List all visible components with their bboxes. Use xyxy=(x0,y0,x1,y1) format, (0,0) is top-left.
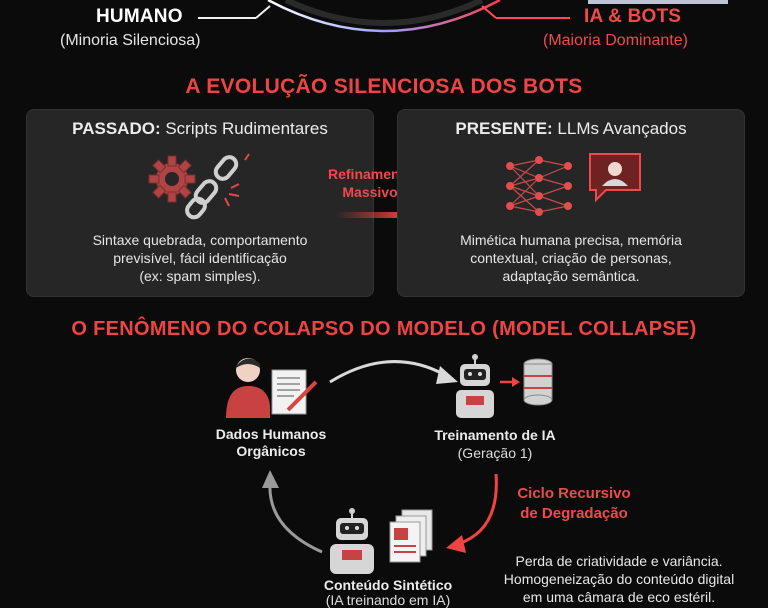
neural-network-icon xyxy=(506,156,572,216)
human-writing-icon xyxy=(226,358,318,418)
persona-chat-icon xyxy=(589,153,641,203)
present-panel: PRESENTE: LLMs Avançados Mimética humana… xyxy=(397,109,745,297)
present-heading-bold: PRESENTE: xyxy=(455,119,553,138)
past-heading-text: Scripts Rudimentares xyxy=(160,119,328,138)
cycle-label: Ciclo Recursivo de Degradação xyxy=(517,485,631,522)
training-sublabel: (Geração 1) xyxy=(457,445,533,461)
present-description: Mimética humana precisa, memória context… xyxy=(460,232,682,284)
human-label: HUMANO xyxy=(96,6,183,27)
past-panel: PASSADO: Scripts Rudimentares Sintax xyxy=(26,109,374,297)
header-ring-graphic xyxy=(198,0,728,33)
evolution-title: A EVOLUÇÃO SILENCIOSA DOS BOTS xyxy=(185,75,583,98)
synthetic-sublabel: (IA treinando em IA) xyxy=(325,592,451,608)
broken-chain-icon xyxy=(185,153,250,220)
loss-description: Perda de criatividade e variância. Homog… xyxy=(503,553,735,605)
past-heading-bold: PASSADO: xyxy=(72,119,161,138)
robot-training-icon xyxy=(456,354,553,418)
human-data-label: Dados Humanos Orgânicos xyxy=(215,426,327,459)
ai-bots-label: IA & BOTS xyxy=(584,6,682,27)
present-heading-text: LLMs Avançados xyxy=(552,119,687,138)
collapse-title: O FENÔMENO DO COLAPSO DO MODELO (MODEL C… xyxy=(71,318,697,340)
past-heading: PASSADO: Scripts Rudimentares xyxy=(27,119,373,139)
robot-synthetic-icon xyxy=(330,508,433,574)
refinement-label: Refinamento Massivo xyxy=(328,166,413,200)
ai-bots-sublabel: (Maioria Dominante) xyxy=(543,32,688,49)
gear-icon xyxy=(148,155,196,203)
past-description: Sintaxe quebrada, comportamento previsív… xyxy=(92,232,308,284)
human-sublabel: (Minoria Silenciosa) xyxy=(60,32,201,49)
synthetic-label: Conteúdo Sintético xyxy=(323,577,453,593)
cycle-arrows xyxy=(262,360,498,554)
training-label: Treinamento de IA xyxy=(434,427,556,443)
present-heading: PRESENTE: LLMs Avançados xyxy=(398,119,744,139)
